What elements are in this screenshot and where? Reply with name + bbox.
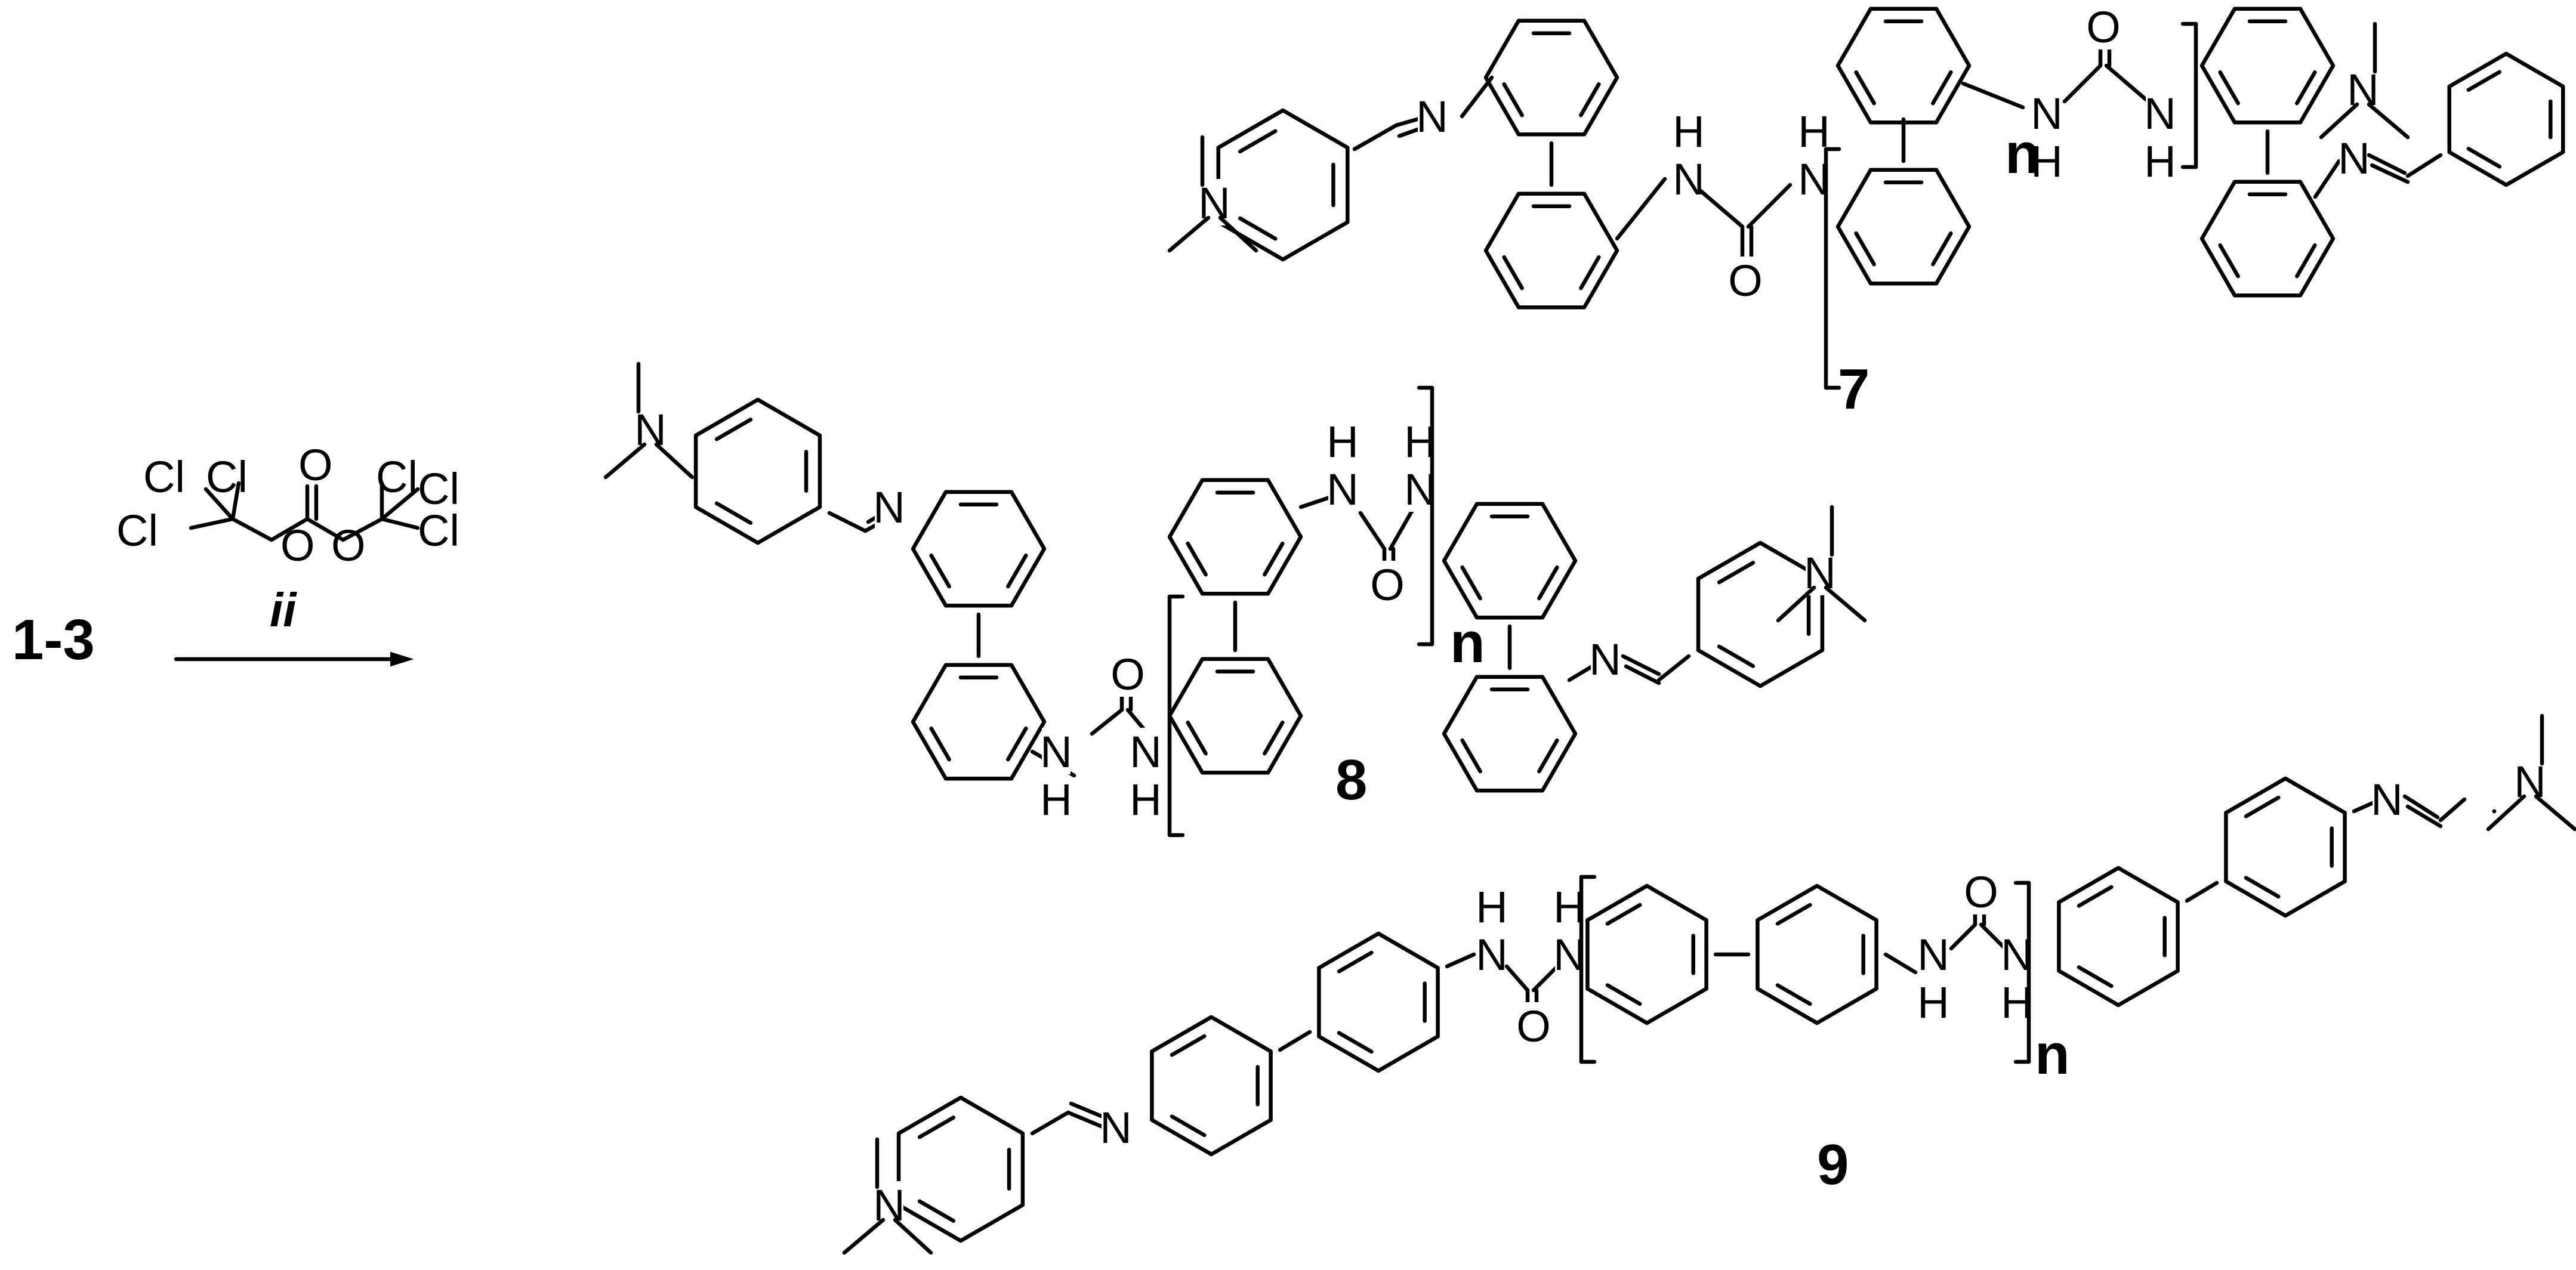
nh-nitrogen-label: N (1476, 930, 1507, 979)
urea-oxygen: O (1728, 256, 1763, 305)
nh-nitrogen-label: N (2031, 89, 2062, 138)
reaction-arrow (174, 651, 414, 667)
benzene-ring (1150, 1015, 1273, 1157)
benzene-ring (1483, 191, 1619, 310)
starting-material-label: 1-3 (12, 608, 95, 672)
nh-hydrogen-label: H (2144, 137, 2176, 186)
svg-text:Cl: Cl (206, 452, 248, 502)
repeat-count-n: n (2035, 1022, 2070, 1086)
benzene-ring (2199, 180, 2336, 298)
benzene-ring (1585, 883, 1708, 1025)
benzene-ring (911, 663, 1047, 781)
nh-nitrogen-label: N (1917, 930, 1949, 979)
nh-nitrogen-label: N (1040, 727, 1072, 777)
nh-hydrogen-label: H (1917, 978, 1949, 1027)
benzene-ring (1696, 540, 1825, 688)
nh-hydrogen-label: H (1040, 775, 1072, 824)
imine-nitrogen: N (2371, 775, 2402, 824)
benzene-ring (1835, 7, 1972, 125)
product-8-label: 8 (1335, 748, 1367, 812)
urea-oxygen: O (1516, 1002, 1551, 1051)
benzene-ring (1167, 657, 1303, 775)
benzene-ring (911, 490, 1047, 608)
svg-text:O: O (331, 521, 366, 570)
svg-text:Cl: Cl (418, 464, 459, 514)
reaction-conditions: 1-3 Cl Cl Cl O O O Cl Cl Cl ii (12, 440, 459, 672)
benzene-ring (693, 397, 822, 545)
repeat-count-n: n (2005, 122, 2040, 186)
benzene-ring (1317, 931, 1440, 1073)
benzene-ring (2199, 7, 2336, 125)
benzene-ring (1216, 108, 1350, 262)
nh-hydrogen-label: H (2031, 137, 2062, 186)
benzene-ring (2224, 776, 2347, 918)
benzene-ring (2447, 51, 2565, 187)
urea-oxygen: O (1964, 867, 1998, 917)
benzene-ring (1756, 883, 1878, 1025)
nh-nitrogen-label: N (2144, 89, 2176, 138)
urea-oxygen: O (1370, 560, 1405, 610)
svg-text:Cl: Cl (143, 452, 185, 502)
benzene-ring (1835, 168, 1972, 286)
repeat-count-n: n (1450, 611, 1485, 675)
nh-hydrogen-label: H (1326, 417, 1358, 466)
nh-hydrogen-label: H (1130, 775, 1161, 824)
imine-nitrogen: N (873, 483, 905, 532)
imine-nitrogen: N (1589, 635, 1621, 684)
benzene-ring (1442, 502, 1578, 620)
svg-text:O: O (280, 521, 315, 570)
imine-nitrogen: N (1416, 92, 1448, 141)
product-9-label: 9 (1817, 1133, 1849, 1197)
svg-text:Cl: Cl (116, 506, 158, 555)
imine-nitrogen: N (1100, 1103, 1131, 1152)
condition-label: ii (270, 583, 297, 636)
nh-nitrogen-label: N (1326, 465, 1358, 514)
nh-hydrogen-label: H (1673, 107, 1704, 156)
benzene-ring (896, 1095, 1025, 1243)
benzene-ring (1483, 18, 1619, 137)
imine-nitrogen: N (2338, 134, 2370, 183)
nh-nitrogen-label: N (1130, 727, 1161, 777)
nh-hydrogen-label: H (1476, 882, 1507, 932)
benzene-ring (2057, 866, 2180, 1008)
urea-oxygen: O (2086, 2, 2121, 52)
svg-text:Cl: Cl (418, 506, 459, 555)
product-7-label: 7 (1838, 357, 1869, 421)
svg-text:Cl: Cl (376, 452, 418, 502)
benzene-ring (1167, 478, 1303, 596)
triphosgene-structure: Cl Cl Cl O O O Cl Cl Cl (116, 440, 459, 570)
svg-text:O: O (298, 440, 333, 490)
nh-nitrogen-label: N (1673, 154, 1704, 204)
benzene-ring (1442, 675, 1578, 793)
urea-oxygen: O (1110, 650, 1145, 699)
